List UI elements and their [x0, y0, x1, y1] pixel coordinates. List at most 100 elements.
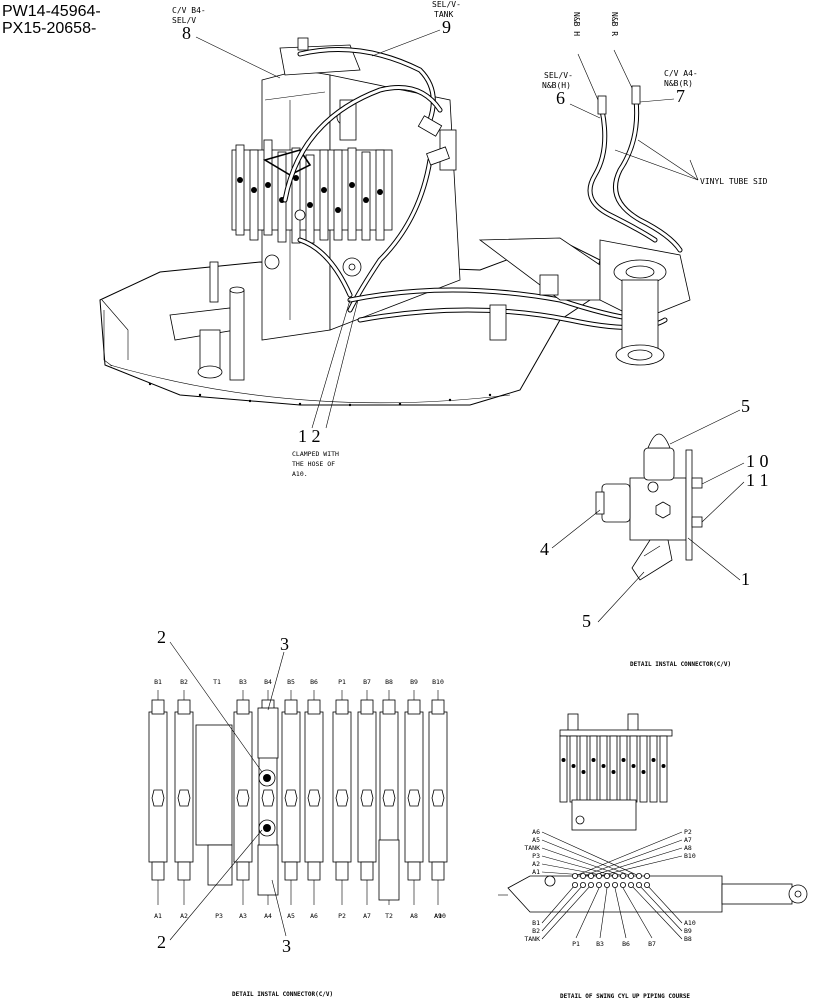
control-valve-block [231, 139, 393, 270]
valve-detail-caption: DETAIL INSTAL CONNECTOR(C/V) [232, 991, 333, 998]
top-port-label: B9 [410, 678, 418, 686]
valve-sections [148, 690, 448, 905]
callout-cv-a4-1: C/V A4- [664, 69, 698, 78]
main-assembly-view: C/V B4- SEL/V 8 SEL/V- TANK 9 N&B H N&B … [99, 0, 768, 478]
callout-nb-r: N&B R [610, 12, 619, 36]
callout-sel-v-tank-1: SEL/V- [432, 0, 461, 9]
top-port-label: B1 [154, 678, 162, 686]
top-port-label: B6 [310, 678, 318, 686]
valve-section [357, 711, 377, 863]
valve-section [428, 711, 448, 863]
connector-item-10: 1 0 [746, 451, 769, 471]
swing-label-left-top: A1 [532, 868, 540, 876]
callout-vinyl-tube: VINYL TUBE SID [700, 177, 768, 186]
valve-item-3-top: 3 [280, 634, 289, 654]
top-port-label: T1 [213, 678, 221, 686]
callout-cv-a4-2: N&B(R) [664, 79, 693, 88]
swing-label-left-top: TANK [524, 844, 540, 852]
clamp-note-line-1: CLAMPED WITH [292, 450, 339, 458]
swing-label-bottom: B3 [596, 940, 604, 948]
top-port-label: P1 [338, 678, 346, 686]
valve-item-2-top: 2 [157, 627, 166, 647]
bottom-port-label: A2 [180, 912, 188, 920]
item-number-8: 8 [182, 23, 191, 43]
top-port-label: B4 [264, 678, 272, 686]
top-port-label: B5 [287, 678, 295, 686]
swing-label-right-top: A7 [684, 836, 692, 844]
valve-section [174, 711, 194, 863]
swing-label-right-top: P2 [684, 828, 692, 836]
nb-r-fitting [631, 85, 641, 105]
vinyl-tubes [587, 85, 683, 253]
top-port-label: B3 [239, 678, 247, 686]
item-number-12: 1 2 [298, 426, 321, 446]
connector-item-4: 4 [540, 539, 549, 559]
item-number-9: 9 [442, 17, 451, 37]
connector-item-1: 1 [741, 569, 750, 589]
swing-cylinder-mount [478, 237, 691, 366]
swing-label-left-bottom: B2 [532, 927, 540, 935]
bottom-port-label: A6 [310, 912, 318, 920]
item-number-6: 6 [556, 88, 565, 108]
swing-label-right-top: B10 [684, 852, 696, 860]
callout-sel-v-nb-h-2: N&B(H) [542, 81, 571, 90]
item-number-7: 7 [676, 86, 685, 106]
hose-routing [282, 47, 668, 330]
top-port-label: B7 [363, 678, 371, 686]
top-port-label: B2 [180, 678, 188, 686]
bottom-port-label: A10 [434, 912, 446, 920]
connector-item-5-bottom: 5 [582, 611, 591, 631]
swing-label-bottom: P1 [572, 940, 580, 948]
connector-item-11: 1 1 [746, 470, 769, 490]
swing-label-left-top: P3 [532, 852, 540, 860]
valve-section [233, 711, 253, 863]
valve-section [379, 711, 399, 863]
clamp-note-line-2: THE HOSE OF [292, 460, 335, 468]
swing-label-right-bottom: B8 [684, 935, 692, 943]
bottom-port-label: A9 [434, 912, 442, 920]
bottom-port-label: P2 [338, 912, 346, 920]
top-port-label: B8 [385, 678, 393, 686]
callout-sel-v: SEL/V [172, 16, 196, 25]
bottom-port-label: A3 [239, 912, 247, 920]
swing-label-left-top: A5 [532, 836, 540, 844]
bottom-port-label: T2 [385, 912, 393, 920]
connector-detail: 5 1 0 1 1 4 1 5 DETAIL INSTAL CONNECTOR(… [540, 396, 769, 668]
bottom-port-label: A7 [363, 912, 371, 920]
connector-detail-caption: DETAIL INSTAL CONNECTOR(C/V) [630, 661, 731, 668]
connector-upper [257, 707, 279, 759]
nb-h-fitting [597, 95, 607, 115]
bottom-port-label: A1 [154, 912, 162, 920]
swing-detail-caption: DETAIL OF SWING CYL UP PIPING COURSE [560, 993, 690, 1000]
bottom-port-label: A5 [287, 912, 295, 920]
swing-label-right-bottom: B9 [684, 927, 692, 935]
swing-label-left-top: A6 [532, 828, 540, 836]
connector-item-5-top: 5 [741, 396, 750, 416]
valve-section [304, 711, 324, 863]
connector-lower [257, 844, 279, 896]
swing-label-right-top: A8 [684, 844, 692, 852]
valve-section [332, 711, 352, 863]
bottom-port-label: A4 [264, 912, 272, 920]
swing-label-left-bottom: B1 [532, 919, 540, 927]
valve-section [404, 711, 424, 863]
swing-label-left-bottom: TANK [524, 935, 540, 943]
swing-label-left-top: A2 [532, 860, 540, 868]
callout-nb-h: N&B H [572, 12, 581, 36]
serial-range-2: PX15-20658- [2, 20, 96, 37]
valve-item-3-bottom: 3 [282, 936, 291, 956]
callout-cv-b4: C/V B4- [172, 6, 206, 15]
valve-section [281, 711, 301, 863]
swing-label-bottom: B7 [648, 940, 656, 948]
bottom-port-label: A8 [410, 912, 418, 920]
swing-label-right-bottom: A10 [684, 919, 696, 927]
callout-sel-v-nb-h-1: SEL/V- [544, 71, 573, 80]
valve-section [148, 711, 168, 863]
serial-range-1: PW14-45964- [2, 3, 101, 20]
valve-item-2-bottom: 2 [157, 932, 166, 952]
